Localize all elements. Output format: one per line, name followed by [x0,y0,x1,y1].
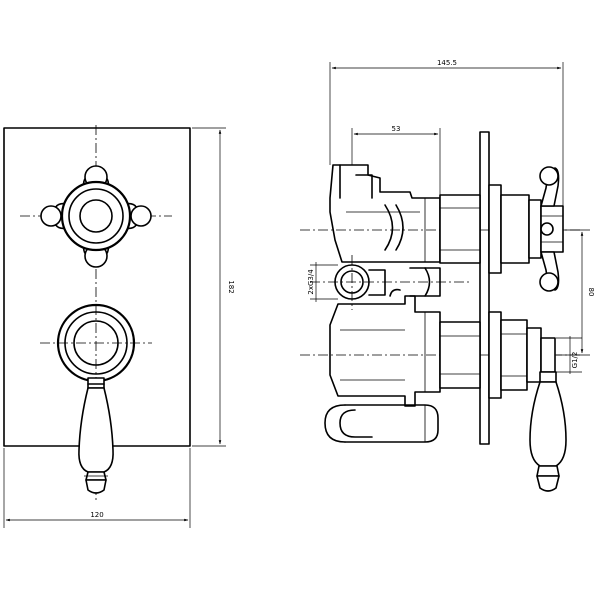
dim-inlet-thread: 2xG3/4 [307,269,315,295]
dim-outlet-thread: G1/2 [571,352,579,369]
dim-plate-height: 182 [227,280,235,293]
wall-plate [479,131,490,445]
dim-outlet-spacing: 80 [587,288,595,297]
side-view: 145.5 53 80 2xG3/4 G1/2 [300,59,595,492]
front-view: 182 120 [3,125,235,528]
dim-inlet-offset: 53 [392,125,401,133]
upper-spindle [439,166,564,292]
dim-plate-width: 120 [90,511,103,519]
dim-overall-depth: 145.5 [437,59,457,67]
lever-handle [56,303,136,494]
lower-spindle [439,311,567,492]
valve-body [324,164,441,443]
cross-handle [40,165,152,268]
